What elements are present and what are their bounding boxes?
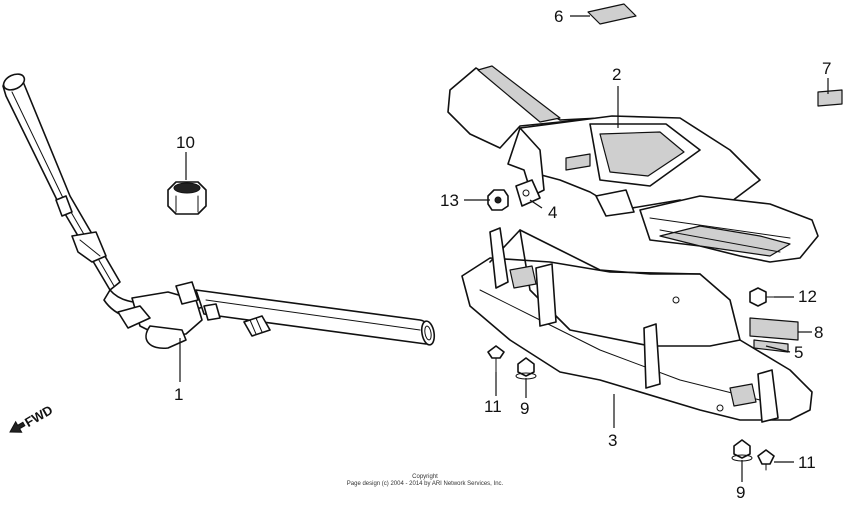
label-part-11-right: 11: [798, 453, 816, 472]
label-part-8: 8: [814, 323, 823, 342]
upper-cover: [447, 65, 819, 263]
label-part-4: 4: [548, 203, 557, 222]
label-part-6: 6: [554, 7, 563, 26]
label-part-11-left: 11: [484, 397, 502, 416]
screw-part-12: [749, 287, 775, 307]
label-part-9-right: 9: [736, 483, 745, 502]
bracket-part-4: [515, 179, 541, 207]
copyright-line-1: Copyright: [412, 474, 438, 480]
lower-cover: [461, 227, 813, 423]
nut-part-13: [487, 189, 509, 211]
label-part-7: 7: [822, 59, 831, 78]
bolt-part-9-right: [731, 439, 753, 462]
screw-part-11-left: [487, 345, 505, 373]
copyright-line-2: Page design (c) 2004 - 2014 by ARI Netwo…: [346, 481, 504, 487]
label-part-2: 2: [612, 65, 621, 84]
bolt-part-9-left: [515, 357, 537, 380]
fwd-label: FWD: [22, 402, 55, 430]
label-part-1: 1: [174, 385, 183, 404]
fwd-indicator: FWD: [9, 402, 55, 433]
decal-part-6: [587, 3, 637, 25]
decal-part-7: [817, 89, 843, 107]
label-part-10: 10: [176, 133, 195, 152]
copyright-notice: Copyright Page design (c) 2004 - 2014 by…: [0, 474, 850, 488]
label-part-12: 12: [798, 287, 817, 306]
label-part-9-left: 9: [520, 399, 529, 418]
leader-lines: [179, 15, 829, 482]
label-part-3: 3: [608, 431, 617, 450]
label-part-13: 13: [440, 191, 459, 210]
handlebar: [2, 73, 436, 350]
label-part-8: [749, 317, 799, 341]
fwd-arrow-icon: [9, 420, 26, 433]
label-part-5: 5: [794, 343, 803, 362]
nut-part-10: [167, 181, 207, 215]
screw-part-11-right: [757, 449, 775, 471]
